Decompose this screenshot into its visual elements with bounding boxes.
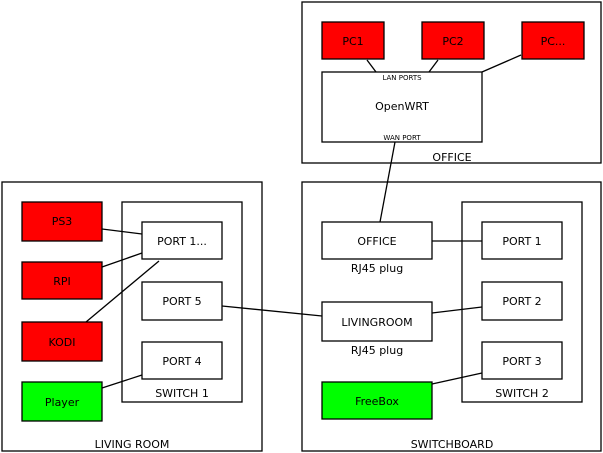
rpi-node: RPI	[21, 261, 103, 300]
switch-2-label: SWITCH 2	[495, 387, 549, 400]
living-room-border	[1, 181, 263, 452]
switch-1-port-5-box	[141, 281, 223, 321]
switch-2-border	[461, 201, 583, 403]
player-node: Player	[21, 381, 103, 422]
office-plug-caption: RJ45 plug	[351, 262, 403, 275]
switch-2-port-3-label: PORT 3	[502, 355, 541, 368]
link-pc1-router	[366, 59, 377, 73]
office-plug-node: OFFICE RJ45 plug	[321, 221, 433, 275]
switch-1-border	[121, 201, 243, 403]
switch-1-port-5-label: PORT 5	[162, 295, 201, 308]
pc2-label: PC2	[442, 35, 463, 48]
livingroom-plug-node: LIVINGROOM RJ45 plug	[321, 301, 433, 357]
living-room-label: LIVING ROOM	[95, 438, 170, 451]
switch-1-port-1-label: PORT 1...	[157, 235, 207, 248]
player-box	[21, 381, 103, 422]
switchboard-label: SWITCHBOARD	[411, 438, 494, 451]
connection-lines	[85, 54, 522, 389]
ps3-node: PS3	[21, 201, 103, 242]
pc-more-label: PC...	[541, 35, 566, 48]
switch-2-port-1-label: PORT 1	[502, 235, 541, 248]
link-freebox-port3	[431, 372, 483, 385]
pc2-box	[421, 21, 485, 60]
kodi-label: KODI	[49, 336, 76, 349]
link-pc2-router	[428, 59, 439, 73]
wan-port-label: WAN PORT	[383, 134, 421, 142]
switch-2-port-2-box	[481, 281, 563, 321]
livingroom-plug-label: LIVINGROOM	[341, 316, 412, 329]
livingroom-plug-caption: RJ45 plug	[351, 344, 403, 357]
switch-2-port-3-box	[481, 341, 563, 380]
pc1-box	[321, 21, 385, 60]
switchboard-room: SWITCHBOARD OFFICE RJ45 plug LIVINGROOM …	[301, 181, 602, 452]
link-livingroom-plug-port2	[431, 306, 483, 314]
switch-1-port-1-box	[141, 221, 223, 260]
switch-1-port-4-label: PORT 4	[162, 355, 201, 368]
pc-more-node: PC...	[521, 21, 585, 60]
office-room-label: OFFICE	[432, 151, 471, 164]
pc2-node: PC2	[421, 21, 485, 60]
pc1-node: PC1	[321, 21, 385, 60]
openwrt-box	[321, 71, 483, 143]
office-room-border	[301, 1, 602, 164]
office-plug-label: OFFICE	[357, 235, 396, 248]
link-port5-livingroom-plug	[221, 305, 323, 317]
office-plug-box	[321, 221, 433, 260]
rpi-label: RPI	[53, 275, 71, 288]
lan-ports-label: LAN PORTS	[382, 74, 422, 82]
freebox-label: FreeBox	[355, 395, 399, 408]
kodi-box	[21, 321, 103, 362]
switch-1-port-4-box	[141, 341, 223, 380]
ps3-label: PS3	[52, 215, 73, 228]
switch-2-port-1-box	[481, 221, 563, 260]
living-room: LIVING ROOM PS3 RPI KODI Player SWITCH 1…	[1, 181, 263, 452]
livingroom-plug-box	[321, 301, 433, 342]
freebox-node: FreeBox	[321, 381, 433, 420]
switch-1: SWITCH 1 PORT 1... PORT 5 PORT 4	[121, 201, 243, 403]
kodi-node: KODI	[21, 321, 103, 362]
rpi-box	[21, 261, 103, 300]
openwrt-router: LAN PORTS OpenWRT WAN PORT	[321, 71, 483, 143]
freebox-box	[321, 381, 433, 420]
office-room: OFFICE PC1 PC2 PC... LAN PORTS OpenWRT W…	[301, 1, 602, 164]
switchboard-border	[301, 181, 602, 452]
switch-1-label: SWITCH 1	[155, 387, 209, 400]
pc1-label: PC1	[342, 35, 363, 48]
pc-more-box	[521, 21, 585, 60]
ps3-box	[21, 201, 103, 242]
player-label: Player	[45, 396, 80, 409]
link-pcn-router	[481, 54, 522, 73]
switch-2-port-2-label: PORT 2	[502, 295, 541, 308]
switch-2: SWITCH 2 PORT 1 PORT 2 PORT 3	[461, 201, 583, 403]
openwrt-label: OpenWRT	[375, 100, 429, 113]
